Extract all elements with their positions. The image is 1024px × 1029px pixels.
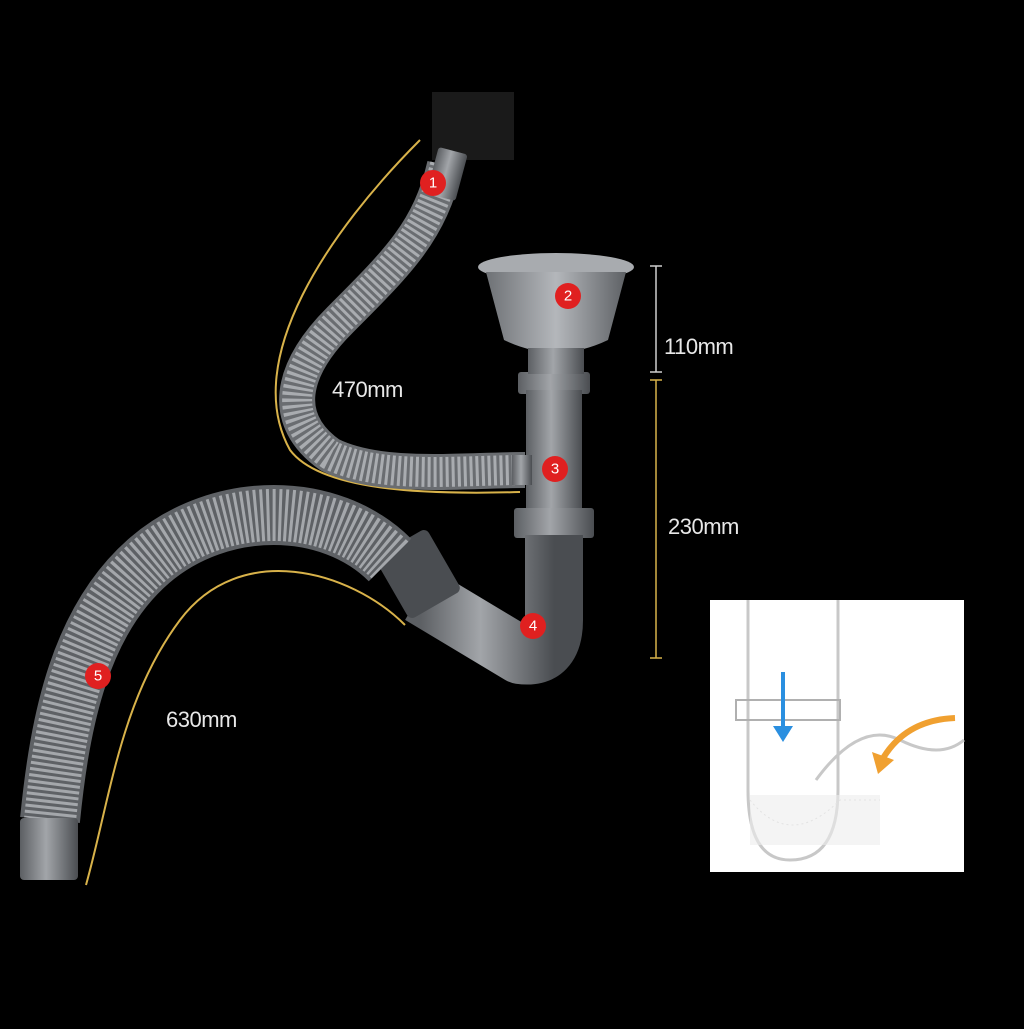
badge-part-5: 5 (85, 663, 111, 689)
down-arrow-icon (773, 672, 793, 742)
guide-line-long-hose (85, 570, 406, 886)
guide-line-short-hose (274, 139, 521, 494)
long-hose-end (20, 818, 78, 880)
trap-diagram (710, 600, 965, 872)
badge-part-2-label: 2 (564, 288, 572, 305)
label-basket-height: 110mm (664, 334, 734, 359)
short-hose (279, 160, 526, 490)
label-short-hose-length: 470mm (332, 377, 403, 402)
badge-part-4-label: 4 (529, 618, 537, 635)
side-inlet (512, 455, 532, 485)
nut-middle (514, 508, 594, 538)
dimension-lines (650, 265, 662, 659)
vertical-pipe (526, 390, 582, 520)
wall-shadow (432, 92, 514, 160)
basket-neck (528, 348, 584, 374)
curved-arrow-icon (872, 715, 956, 774)
u-bend (405, 535, 583, 685)
nut-top (518, 372, 590, 394)
badge-part-3: 3 (542, 456, 568, 482)
label-pipe-height: 230mm (668, 514, 739, 539)
badge-part-3-label: 3 (551, 461, 559, 478)
basket-strainer (486, 272, 626, 353)
badge-part-5-label: 5 (94, 668, 102, 685)
long-hose-ribs (24, 489, 409, 823)
badge-part-1: 1 (420, 170, 446, 196)
label-long-hose-length: 630mm (166, 707, 237, 732)
badge-part-4: 4 (520, 613, 546, 639)
badge-part-2: 2 (555, 283, 581, 309)
badge-part-1-label: 1 (429, 175, 437, 192)
